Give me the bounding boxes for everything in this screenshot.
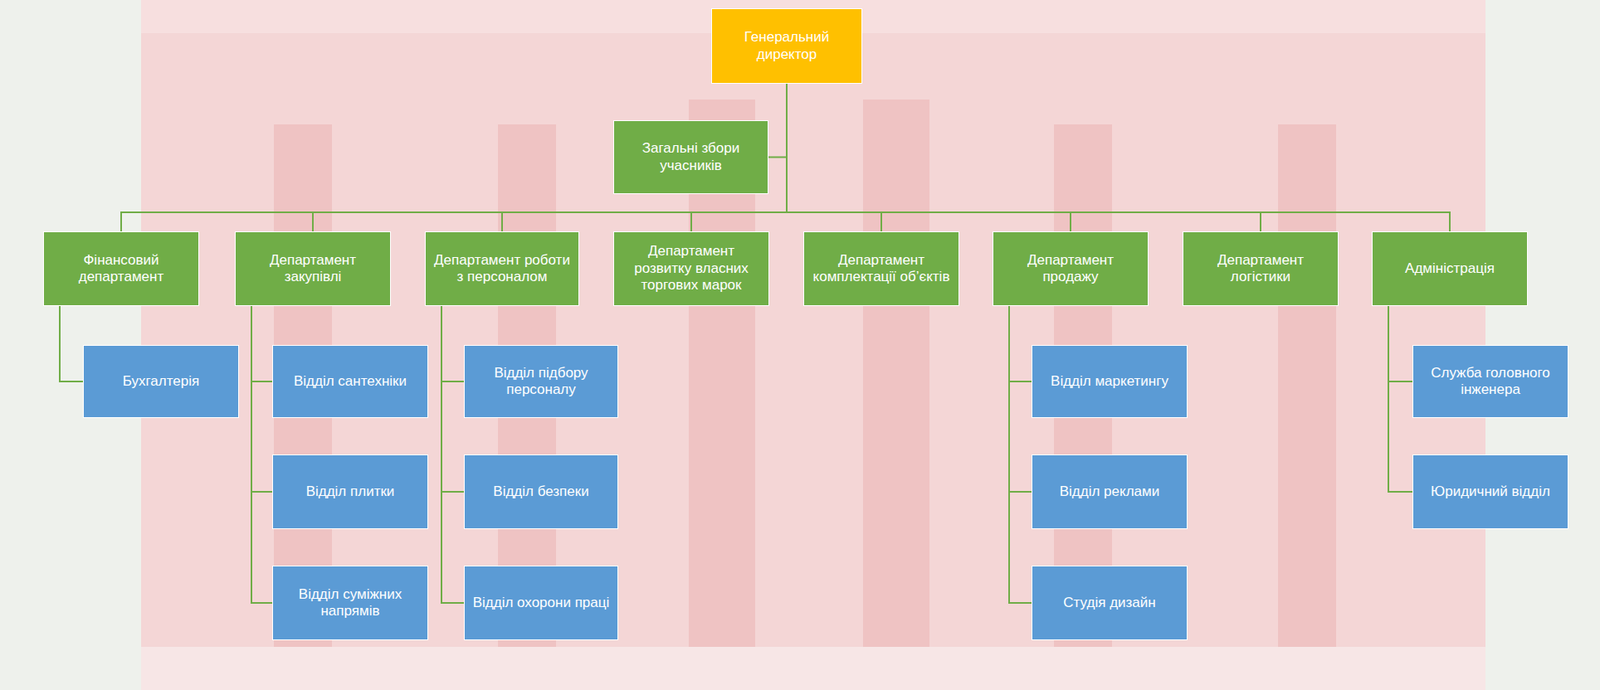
org-connector bbox=[59, 306, 83, 382]
org-connector bbox=[251, 306, 273, 604]
box-label: Фінансовий департамент bbox=[50, 252, 192, 287]
org-connector bbox=[1009, 306, 1032, 382]
box-label: Юридичний відділ bbox=[1430, 483, 1551, 501]
box-label: Відділ реклами bbox=[1059, 483, 1160, 501]
background-columns bbox=[273, 99, 1337, 690]
unit-box: Відділ сантехніки bbox=[272, 345, 429, 419]
background-column bbox=[863, 99, 930, 690]
assembly-box: Загальні збори учасників bbox=[613, 120, 769, 195]
unit-box: Відділ підбору персоналу bbox=[463, 345, 619, 419]
box-label: Відділ плитки bbox=[306, 483, 396, 501]
org-connector bbox=[502, 83, 787, 232]
box-label: Генеральний директор bbox=[718, 29, 855, 64]
box-label: Департамент закупівлі bbox=[242, 252, 384, 287]
box-label: Департамент комплектації об’єктів bbox=[810, 252, 952, 287]
org-connector bbox=[786, 83, 1450, 232]
org-connector bbox=[441, 306, 464, 604]
department-box: Адміністрація bbox=[1371, 231, 1528, 307]
department-box: Департамент логістики bbox=[1182, 231, 1339, 307]
department-box: Департамент роботи з персоналом bbox=[424, 231, 580, 307]
org-connector bbox=[1009, 306, 1032, 493]
org-connector bbox=[441, 306, 464, 493]
box-label: Відділ безпеки bbox=[492, 483, 589, 501]
box-label: Відділ суміжних напрямів bbox=[279, 586, 421, 621]
org-connector bbox=[251, 306, 273, 493]
box-label: Департамент продажу bbox=[1000, 252, 1142, 287]
unit-box: Відділ охорони праці bbox=[463, 565, 619, 641]
unit-box: Юридичний відділ bbox=[1412, 454, 1569, 530]
org-connector bbox=[1009, 306, 1032, 604]
box-label: Відділ охорони праці bbox=[473, 595, 610, 612]
org-connector bbox=[441, 306, 464, 382]
box-label: Загальні збори учасників bbox=[620, 140, 761, 175]
org-connector bbox=[121, 83, 787, 232]
unit-box: Відділ безпеки bbox=[463, 454, 619, 530]
unit-box: Відділ суміжних напрямів bbox=[272, 565, 429, 641]
unit-box: Відділ плитки bbox=[272, 454, 429, 530]
box-label: Студія дизайн bbox=[1063, 595, 1156, 612]
background-building bbox=[141, 0, 1486, 690]
box-label: Відділ підбору персоналу bbox=[471, 365, 611, 400]
org-connector bbox=[1388, 306, 1413, 493]
box-label: Департамент роботи з персоналом bbox=[432, 252, 572, 287]
department-box: Департамент розвитку власних торгових ма… bbox=[613, 231, 770, 307]
org-connector bbox=[768, 83, 787, 158]
box-label: Бухгалтерія bbox=[122, 373, 200, 391]
box-label: Відділ сантехніки bbox=[293, 373, 407, 391]
org-connector bbox=[786, 83, 882, 232]
box-label: Служба головного інженера bbox=[1419, 365, 1561, 400]
unit-box: Відділ маркетингу bbox=[1031, 345, 1188, 419]
unit-box: Бухгалтерія bbox=[82, 345, 240, 419]
department-box: Департамент продажу bbox=[992, 231, 1149, 307]
box-label: Адміністрація bbox=[1404, 260, 1495, 278]
org-connector bbox=[251, 306, 273, 382]
background-column bbox=[1278, 124, 1337, 690]
org-connector bbox=[312, 83, 787, 232]
org-connector bbox=[786, 83, 1071, 232]
department-box: Департамент закупівлі bbox=[234, 231, 391, 307]
department-box: Департамент комплектації об’єктів bbox=[803, 231, 960, 307]
background-steps bbox=[141, 647, 1486, 690]
box-label: Департамент розвитку власних торгових ма… bbox=[620, 243, 762, 294]
box-label: Департамент логістики bbox=[1190, 252, 1332, 287]
unit-box: Відділ реклами bbox=[1031, 454, 1188, 530]
unit-box: Служба головного інженера bbox=[1412, 345, 1569, 419]
org-connector bbox=[786, 83, 1261, 232]
unit-box: Студія дизайн bbox=[1031, 565, 1188, 641]
org-connector bbox=[1388, 306, 1413, 382]
director-box: Генеральний директор bbox=[711, 8, 863, 84]
box-label: Відділ маркетингу bbox=[1050, 373, 1169, 391]
department-box: Фінансовий департамент bbox=[43, 231, 200, 307]
